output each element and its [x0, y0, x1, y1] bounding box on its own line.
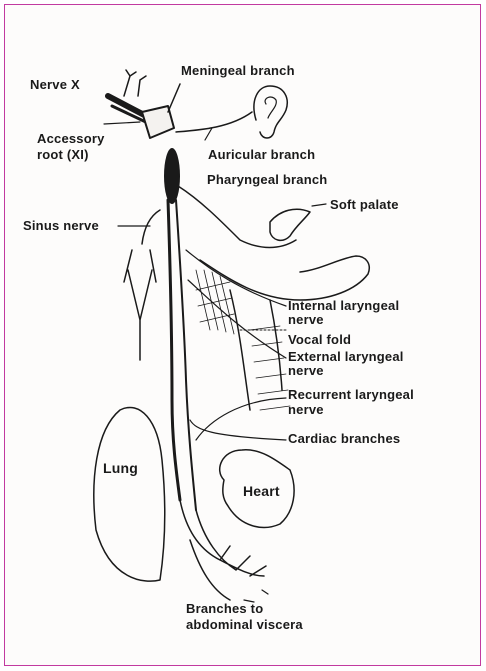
label-vocal-fold: Vocal fold	[288, 333, 351, 347]
sinus-nerve-branch	[142, 210, 160, 244]
recurrent-laryngeal-line	[196, 398, 286, 440]
label-internal-laryngeal-2: nerve	[288, 313, 324, 327]
label-meningeal-branch: Meningeal branch	[181, 64, 295, 78]
soft-palate	[270, 209, 310, 240]
label-cardiac-branches: Cardiac branches	[288, 432, 400, 446]
label-soft-palate: Soft palate	[330, 198, 399, 212]
label-pharyngeal-branch: Pharyngeal branch	[207, 173, 327, 187]
label-recurrent-laryngeal-2: nerve	[288, 403, 324, 417]
label-heart: Heart	[243, 484, 280, 498]
accessory-pointer	[104, 122, 140, 124]
soft-palate-pointer	[312, 204, 326, 206]
pharyngeal-branch-line	[178, 186, 296, 248]
ear-inner	[265, 97, 276, 118]
label-internal-laryngeal-1: Internal laryngeal	[288, 299, 399, 313]
label-auricular-branch: Auricular branch	[208, 148, 315, 162]
auricular-pointer	[205, 128, 212, 140]
abdominal-branches	[180, 500, 266, 600]
label-accessory-2: root (XI)	[37, 148, 89, 162]
label-nerve-x: Nerve X	[30, 78, 80, 92]
cardiac-branches-line	[190, 420, 286, 440]
ear	[254, 86, 287, 138]
carotid-bifurcation	[124, 250, 156, 360]
label-branches-1: Branches to	[186, 602, 263, 616]
larynx-hatching	[196, 270, 290, 410]
label-recurrent-laryngeal-1: Recurrent laryngeal	[288, 388, 414, 402]
label-branches-2: abdominal viscera	[186, 618, 303, 632]
label-accessory-1: Accessory	[37, 132, 105, 146]
label-external-laryngeal-2: nerve	[288, 364, 324, 378]
auricular-branch-line	[176, 112, 252, 132]
lung	[94, 407, 165, 581]
meningeal-branch-line	[168, 84, 180, 112]
internal-laryngeal-line	[186, 250, 286, 306]
external-laryngeal-line	[188, 280, 286, 358]
label-external-laryngeal-1: External laryngeal	[288, 350, 404, 364]
vagus-trunk-right	[176, 200, 196, 510]
label-sinus-nerve: Sinus nerve	[23, 219, 99, 233]
rootlets	[124, 70, 146, 96]
inferior-ganglion	[164, 148, 180, 204]
label-lung: Lung	[103, 461, 138, 475]
